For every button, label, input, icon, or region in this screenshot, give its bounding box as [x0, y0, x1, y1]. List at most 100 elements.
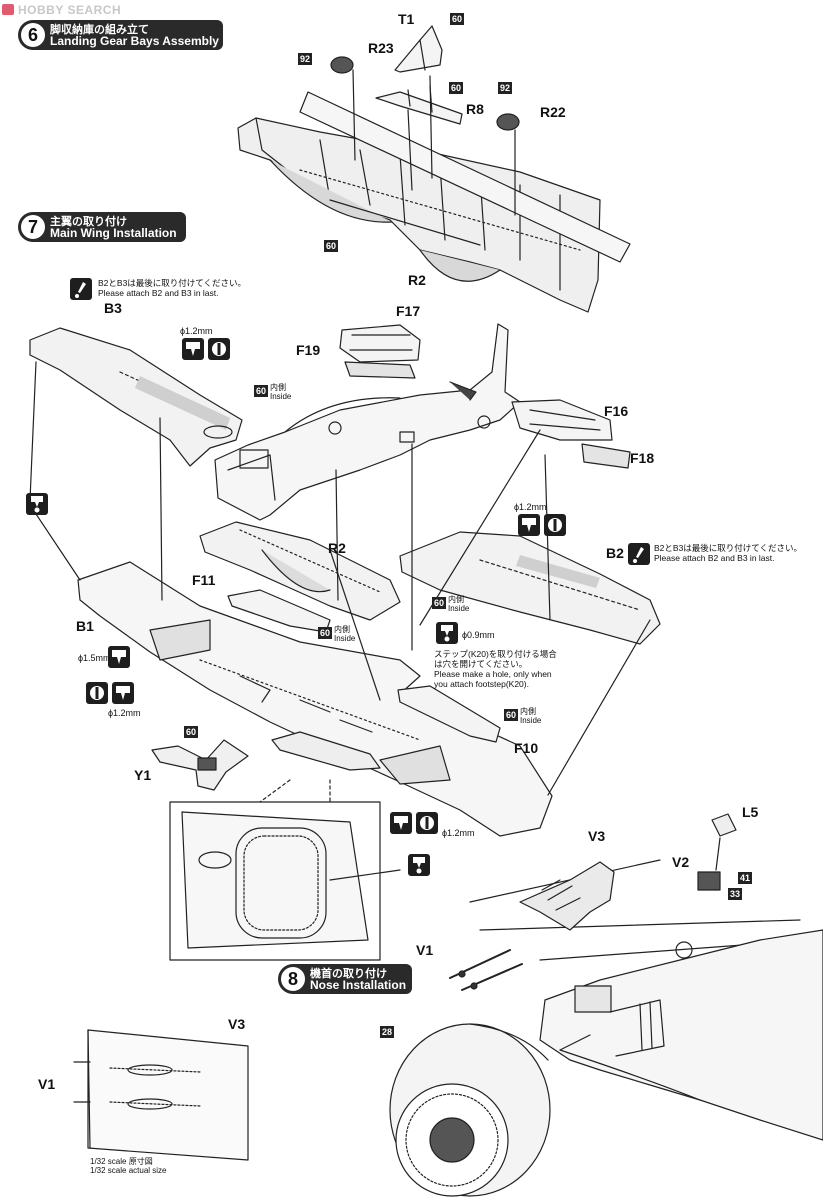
inside-jp-b2: 内側	[448, 595, 464, 604]
color-code-f10-inside: 60	[504, 709, 518, 721]
drill-icon	[182, 338, 204, 360]
cowl-panel-v3	[519, 861, 615, 931]
step-8-title-en: Nose Installation	[310, 978, 407, 992]
upper-wing-b2	[399, 531, 661, 645]
step-8-number: 8	[280, 966, 306, 992]
dimension-b1-drill-a: ϕ1.5mm	[78, 653, 111, 663]
part-label-r2-mid: R2	[328, 540, 346, 556]
part-label-v2: V2	[672, 854, 690, 870]
hole-icon	[408, 854, 430, 876]
dimension-footstep-drill: ϕ0.9mm	[462, 630, 495, 640]
inset-panel	[169, 779, 401, 961]
note-attach-last-b3-jp: B2とB3は最後に取り付けてください。	[98, 278, 247, 288]
step-6-header: 6 脚収納庫の組み立て Landing Gear Bays Assembly	[18, 20, 223, 50]
color-code-v1: 28	[380, 1026, 394, 1038]
step-6-number: 6	[20, 22, 46, 48]
step-6-title-en: Landing Gear Bays Assembly	[50, 34, 219, 48]
nose-fuselage	[539, 929, 823, 1141]
dimension-b1-drill-b: ϕ1.2mm	[108, 708, 141, 718]
note-attach-last-b2-en: Please attach B2 and B3 in last.	[654, 553, 775, 563]
dimension-b3-drill: ϕ1.2mm	[180, 326, 213, 336]
part-label-r8: R8	[466, 101, 484, 117]
part-label-f11: F11	[192, 572, 216, 588]
inside-en-b3: Inside	[270, 392, 292, 401]
part-label-f18: F18	[630, 450, 655, 466]
inside-jp-f10: 内側	[520, 707, 536, 716]
scale-caption-jp: 1/32 scale 原寸図	[90, 1157, 153, 1166]
note-attach-last-b3-en: Please attach B2 and B3 in last.	[98, 288, 219, 298]
inside-text-f11: 内側 Inside	[334, 625, 355, 643]
dimension-b2-drill: ϕ1.2mm	[514, 502, 547, 512]
cut-icon	[208, 338, 230, 360]
lower-wing-b1	[77, 561, 553, 837]
color-code-r22: 92	[498, 82, 512, 94]
inside-text-b2: 内側 Inside	[448, 595, 469, 613]
part-label-v3: V3	[588, 828, 606, 844]
step-7-title-jp: 主翼の取り付け	[50, 216, 127, 228]
color-code-y1: 60	[184, 726, 198, 738]
upper-wing-b3	[29, 327, 243, 467]
step-8-header: 8 機首の取り付け Nose Installation	[278, 964, 412, 994]
part-label-r2-top: R2	[408, 272, 426, 288]
part-label-v1-scale: V1	[38, 1076, 56, 1092]
spar-rail	[299, 91, 631, 263]
part-label-b3: B3	[104, 300, 122, 316]
part-label-f10: F10	[514, 740, 539, 756]
engine-cowl	[389, 1023, 551, 1197]
hole-icon	[26, 493, 48, 515]
part-label-b2: B2	[606, 545, 624, 561]
gear-bay-frame-r2-top	[237, 117, 601, 313]
note-attach-last-b2-jp: B2とB3は最後に取り付けてください。	[654, 543, 803, 553]
note-attach-last-b2: B2とB3は最後に取り付けてください。 Please attach B2 and…	[654, 543, 802, 563]
color-code-l5-a: 41	[738, 872, 752, 884]
scale-template	[73, 1029, 249, 1161]
dimension-bottom-drill: ϕ1.2mm	[442, 828, 475, 838]
inside-jp-b3: 内側	[270, 383, 286, 392]
part-label-f19: F19	[296, 342, 321, 358]
part-label-t1: T1	[398, 11, 415, 27]
note-attach-last-b3: B2とB3は最後に取り付けてください。 Please attach B2 and…	[98, 278, 246, 298]
color-code-r23: 92	[298, 53, 312, 65]
step-7-number: 7	[20, 214, 46, 240]
inside-en-f11: Inside	[334, 634, 356, 643]
brand-watermark: HOBBY SEARCH	[18, 3, 122, 17]
gear-bay-frame-r2-mid	[199, 521, 401, 621]
inside-en-f10: Inside	[520, 716, 542, 725]
color-code-l5-b: 33	[728, 888, 742, 900]
color-code-f11-inside: 60	[318, 627, 332, 639]
part-label-l5: L5	[742, 804, 759, 820]
step-8-title-jp: 機首の取り付け	[310, 968, 387, 980]
part-label-v1: V1	[416, 942, 434, 958]
cut-icon	[544, 514, 566, 536]
part-label-f16: F16	[604, 403, 629, 419]
part-label-f17: F17	[396, 303, 421, 319]
step-7-header: 7 主翼の取り付け Main Wing Installation	[18, 212, 186, 242]
step-7-title-en: Main Wing Installation	[50, 226, 177, 240]
color-code-r8: 60	[449, 82, 463, 94]
cut-icon	[86, 682, 108, 704]
drill-icon	[112, 682, 134, 704]
color-code-b2-inside: 60	[432, 597, 446, 609]
cut-icon	[416, 812, 438, 834]
color-code-r2: 60	[324, 240, 338, 252]
exclamation-icon	[70, 278, 92, 300]
step-6-title-jp: 脚収納庫の組み立て	[50, 24, 149, 36]
part-label-y1: Y1	[134, 767, 152, 783]
hole-icon	[436, 622, 458, 644]
note-footstep-jp: ステップ(K20)を取り付ける場合は穴を開けてください。	[434, 649, 557, 669]
scale-caption-en: 1/32 scale actual size	[90, 1166, 167, 1175]
inside-text-f10: 内側 Inside	[520, 707, 541, 725]
part-label-v3-scale: V3	[228, 1016, 246, 1032]
color-code-t1: 60	[450, 13, 464, 25]
drill-icon	[108, 646, 130, 668]
brand-logo-mark	[2, 4, 14, 15]
part-label-r23: R23	[368, 40, 394, 56]
note-footstep-en: Please make a hole, only when you attach…	[434, 669, 552, 689]
drill-icon	[518, 514, 540, 536]
exclamation-icon	[628, 543, 650, 565]
note-footstep: ステップ(K20)を取り付ける場合は穴を開けてください。 Please make…	[434, 649, 562, 689]
fuselage	[214, 323, 521, 521]
inside-text-b3: 内側 Inside	[270, 383, 291, 401]
